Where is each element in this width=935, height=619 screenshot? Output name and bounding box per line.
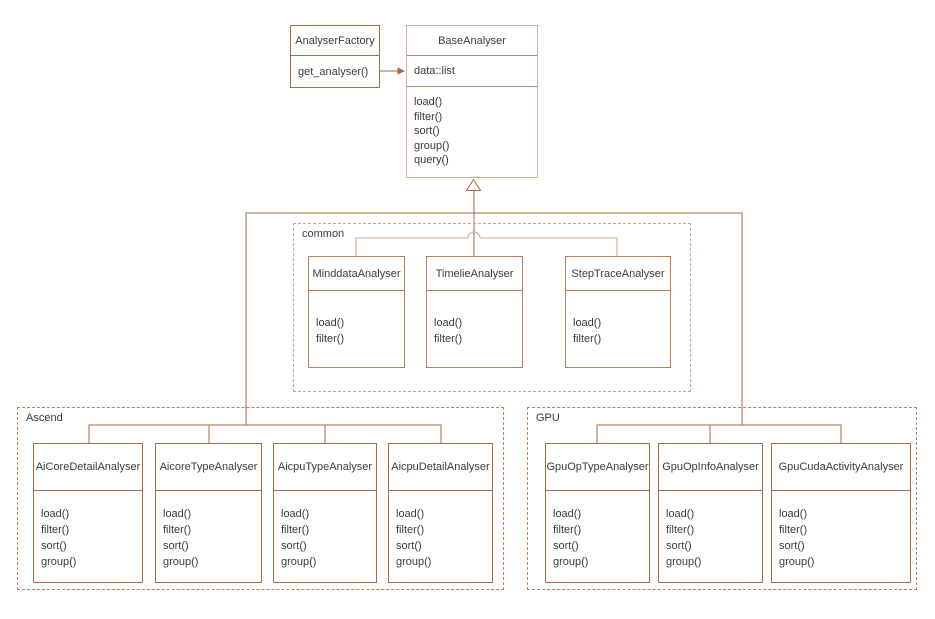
class-title: AiCoreDetailAnalyser — [34, 444, 142, 491]
method-label: load() — [779, 508, 808, 520]
method-label: get_analyser() — [298, 65, 369, 78]
common-connector-line — [480, 237, 618, 257]
group-ascend: Ascend — [17, 407, 504, 590]
class-title: MinddataAnalyser — [309, 257, 404, 291]
method-label: group() — [553, 556, 589, 568]
method-list: load() filter() — [566, 291, 670, 347]
method-list: load() filter() sort() group() — [772, 491, 910, 570]
method-label: load() — [553, 508, 582, 520]
method-list: load() filter() sort() group() — [156, 491, 261, 570]
line-jump-arc — [467, 231, 481, 239]
method-label: filter() — [779, 524, 808, 536]
class-steptraceanalyser: StepTraceAnalyser load() filter() — [565, 256, 671, 368]
method-label: sort() — [281, 540, 307, 552]
method-label: load() — [666, 508, 695, 520]
association-arrowhead-icon — [397, 67, 405, 75]
method-label: filter() — [573, 333, 602, 345]
method-label: load() — [163, 508, 192, 520]
method-label: filter() — [396, 524, 425, 536]
common-connector-line — [355, 237, 468, 257]
class-aicoredetailanalyser: AiCoreDetailAnalyser load() filter() sor… — [33, 443, 143, 583]
class-aicpudetailanalyser: AicpuDetailAnalyser load() filter() sort… — [388, 443, 493, 583]
class-aicoretypeanalyser: AicoreTypeAnalyser load() filter() sort(… — [155, 443, 262, 583]
method-label: load() — [414, 96, 443, 108]
method-label: filter() — [316, 333, 345, 345]
class-title: StepTraceAnalyser — [566, 257, 670, 291]
method-label: sort() — [414, 125, 440, 137]
method-list: load() filter() sort() group() — [546, 491, 649, 570]
group-common: common — [293, 223, 691, 392]
gpu-connector-line — [596, 424, 842, 443]
class-title: GpuCudaActivityAnalyser — [772, 444, 910, 491]
ascend-gpu-branch-line — [245, 212, 743, 425]
method-label: filter() — [553, 524, 582, 536]
method-list: load() filter() sort() group() — [659, 491, 762, 570]
method-label: filter() — [434, 333, 463, 345]
method-label: sort() — [666, 540, 692, 552]
method-label: group() — [396, 556, 432, 568]
method-label: group() — [163, 556, 199, 568]
method-list: load() filter() — [427, 291, 522, 347]
method-list: load() filter() sort() group() — [34, 491, 142, 570]
class-aicputypeanalyser: AicpuTypeAnalyser load() filter() sort()… — [273, 443, 377, 583]
class-title: GpuOpInfoAnalyser — [659, 444, 762, 491]
method-label: sort() — [779, 540, 805, 552]
method-label: filter() — [281, 524, 310, 536]
method-label: load() — [316, 317, 345, 329]
attribute-label: data::list — [407, 56, 537, 87]
method-label: sort() — [396, 540, 422, 552]
class-title: AicpuDetailAnalyser — [389, 444, 492, 491]
class-title: AicpuTypeAnalyser — [274, 444, 376, 491]
class-gpucudaactivityanalyser: GpuCudaActivityAnalyser load() filter() … — [771, 443, 911, 583]
class-title: GpuOpTypeAnalyser — [546, 444, 649, 491]
method-label: group() — [666, 556, 702, 568]
class-baseanalyser: BaseAnalyser data::list load() filter() … — [406, 25, 538, 178]
group-label-common: common — [302, 228, 345, 240]
class-title: AicoreTypeAnalyser — [156, 444, 261, 491]
method-label: sort() — [163, 540, 189, 552]
method-label: group() — [281, 556, 317, 568]
method-label: load() — [573, 317, 602, 329]
generalization-triangle-icon — [465, 178, 482, 191]
method-list: load() filter() sort() group() — [274, 491, 376, 570]
method-label: filter() — [666, 524, 695, 536]
class-title: AnalyserFactory — [291, 26, 379, 56]
method-list: load() filter() sort() group() — [389, 491, 492, 570]
class-title: TimelieAnalyser — [427, 257, 522, 291]
method-label: filter() — [414, 110, 443, 123]
group-label-ascend: Ascend — [26, 412, 63, 424]
class-timelieanalyser: TimelieAnalyser load() filter() — [426, 256, 523, 368]
method-label: load() — [396, 508, 425, 520]
method-label: filter() — [41, 524, 70, 536]
method-list: load() filter() sort() group() query() — [407, 87, 537, 168]
method-label: load() — [434, 317, 463, 329]
method-label: query() — [414, 154, 449, 166]
group-label-gpu: GPU — [536, 412, 560, 424]
method-label: load() — [281, 508, 310, 520]
method-label: group() — [414, 139, 450, 152]
method-label: sort() — [553, 540, 579, 552]
ascend-connector-line — [88, 424, 442, 443]
class-gpuopinfoanalyser: GpuOpInfoAnalyser load() filter() sort()… — [658, 443, 763, 583]
method-label: load() — [41, 508, 70, 520]
method-label: group() — [779, 556, 815, 568]
group-gpu: GPU — [527, 407, 917, 590]
method-label: filter() — [163, 524, 192, 536]
method-label: group() — [41, 556, 77, 568]
method-list: load() filter() — [309, 291, 404, 347]
class-analyserfactory: AnalyserFactory get_analyser() — [290, 25, 380, 88]
class-gpuoptypeanalyser: GpuOpTypeAnalyser load() filter() sort()… — [545, 443, 650, 583]
class-title: BaseAnalyser — [407, 26, 537, 56]
class-minddataanalyser: MinddataAnalyser load() filter() — [308, 256, 405, 368]
method-label: sort() — [41, 540, 67, 552]
